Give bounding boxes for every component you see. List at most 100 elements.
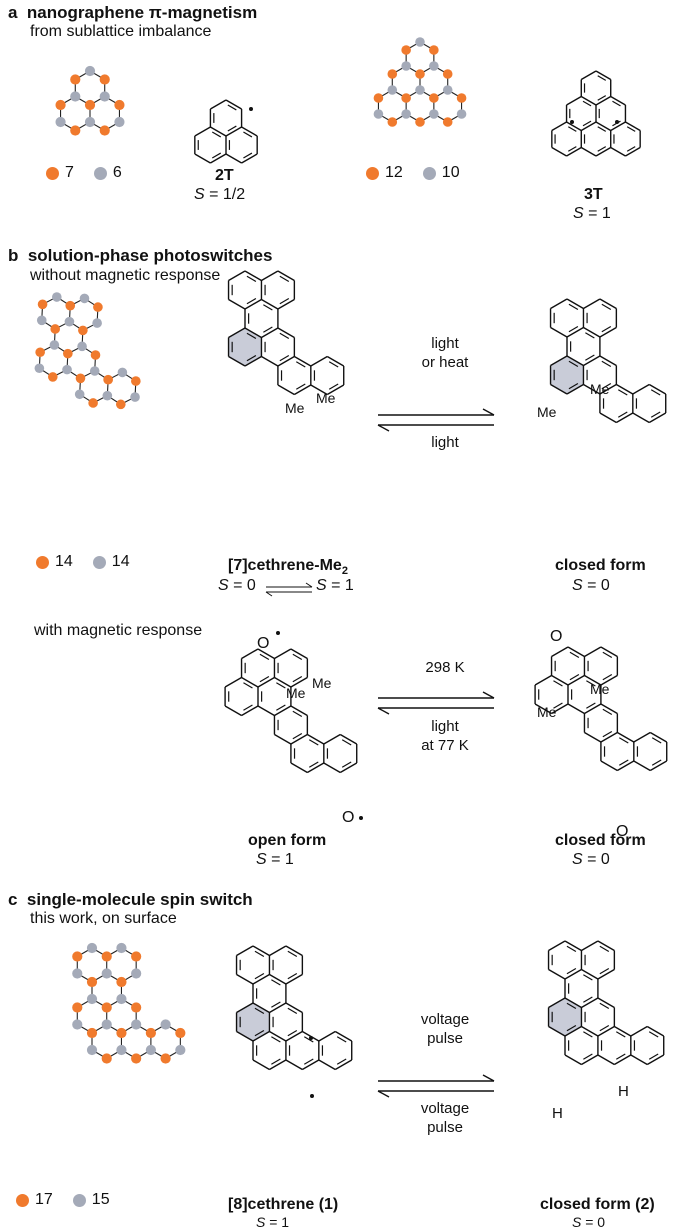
structure-closed-form-b2: [534, 646, 668, 772]
oxygen-label: O: [550, 628, 562, 645]
lattice-2T: [55, 65, 125, 136]
mol-closed-form-b2-name: closed form: [555, 832, 646, 849]
gray-site: [34, 363, 45, 374]
orange-site: [442, 117, 453, 127]
orange-site: [131, 376, 141, 386]
orange-site: [70, 74, 81, 85]
arrow2-backward-label: light at 77 K: [421, 718, 469, 754]
me-label: Me: [286, 685, 306, 701]
section-c-heading: single-molecule spin switch: [26, 890, 253, 909]
legend-orange-count: 12: [385, 164, 403, 181]
mol-7cethrene-spin-left: S = 0: [218, 577, 256, 594]
molecule-drawings: [34, 37, 668, 1071]
orange-site: [373, 93, 384, 103]
orange-site: [429, 93, 439, 103]
orange-site: [63, 348, 73, 359]
orange-site: [70, 125, 81, 136]
mol-closed-form-b2-spin: S = 0: [572, 851, 610, 868]
orange-site: [415, 117, 425, 127]
mol-open-form-spin: S = 1: [256, 851, 294, 868]
mol-8cethrene-spin: S = 1: [256, 1214, 290, 1230]
legend-orange-count: 7: [65, 164, 74, 181]
gray-dot-icon: [422, 166, 436, 180]
section-a-subtitle: from sublattice imbalance: [30, 23, 212, 40]
gray-site: [89, 366, 100, 376]
gray-site: [429, 61, 439, 71]
gray-dot-icon: [72, 1193, 86, 1207]
gray-site: [117, 367, 128, 378]
gray-site: [160, 1019, 171, 1030]
gray-site: [116, 1044, 127, 1056]
me-label: Me: [537, 404, 557, 420]
orange-site: [175, 1027, 186, 1039]
gray-site: [79, 293, 90, 304]
mol-closed-form-b1-name: closed form: [555, 557, 646, 574]
mol-7cethrene-spin-right: S = 1: [316, 577, 354, 594]
gray-site: [131, 1019, 142, 1030]
spin-equilibrium-arrow: [265, 582, 313, 597]
section-c-letter: c: [8, 890, 18, 909]
gray-site: [92, 318, 102, 328]
gray-site: [442, 85, 453, 95]
gray-site: [102, 390, 113, 401]
legend-a2: 12 10: [366, 164, 460, 182]
gray-site: [401, 61, 411, 71]
gray-site: [101, 968, 112, 979]
gray-site: [99, 91, 110, 102]
gray-site: [116, 993, 127, 1005]
section-c-title: c single-molecule spin switch: [8, 891, 253, 908]
lattice-7cethrene: [34, 292, 141, 410]
orange-site: [401, 45, 411, 55]
structure-closed-form-2: [547, 940, 665, 1066]
orange-site: [55, 99, 66, 111]
gray-dot-icon: [92, 555, 106, 569]
gray-site: [86, 993, 98, 1005]
legend-b: 14 14: [36, 553, 130, 571]
section-b-heading: solution-phase photoswitches: [27, 246, 273, 265]
section-a-title: a nanographene π-magnetism: [8, 4, 257, 21]
mol-8cethrene-name: [8]cethrene (1): [228, 1196, 339, 1213]
gray-dot-icon: [93, 166, 107, 180]
gray-site: [86, 942, 98, 954]
orange-site: [37, 299, 48, 310]
legend-orange-count: 14: [55, 553, 73, 570]
gray-site: [373, 109, 384, 119]
me-label: Me: [590, 381, 610, 397]
gray-site: [77, 341, 87, 352]
orange-site: [99, 125, 110, 136]
equilibrium-arrow-2: [377, 691, 495, 715]
lattice-3T: [373, 37, 467, 127]
orange-site: [442, 69, 453, 79]
orange-site: [131, 1053, 142, 1064]
mol-open-form-name: open form: [248, 832, 327, 849]
gray-site: [429, 109, 439, 119]
gray-site: [49, 340, 60, 350]
orange-site: [78, 325, 88, 336]
legend-a1: 7 6: [46, 164, 122, 182]
mol-closed-form-2-name: closed form (2): [540, 1196, 655, 1213]
section-b-subtitle: without magnetic response: [30, 267, 221, 284]
me-label: Me: [537, 704, 557, 720]
arrow2-forward-label: 298 K: [425, 659, 465, 676]
mol-2T-spin: S = 1/2: [194, 186, 246, 203]
gray-site: [131, 968, 142, 979]
gray-site: [145, 1044, 156, 1056]
orange-site: [72, 951, 83, 962]
equilibrium-arrow-3: [377, 1074, 495, 1098]
orange-site: [114, 99, 125, 111]
hydrogen-label: H: [618, 1083, 629, 1100]
gray-site: [64, 316, 75, 327]
orange-site: [86, 976, 98, 988]
oxygen-label: O: [257, 635, 269, 652]
me-label: Me: [312, 675, 332, 691]
me-label: Me: [285, 400, 305, 416]
orange-site: [115, 399, 126, 410]
orange-site: [35, 347, 45, 358]
legend-gray-count: 6: [112, 164, 122, 181]
orange-site: [131, 951, 142, 962]
hydrogen-label: H: [552, 1105, 563, 1122]
gray-site: [84, 116, 96, 128]
gray-site: [387, 85, 398, 95]
legend-gray-count: 14: [111, 553, 130, 570]
